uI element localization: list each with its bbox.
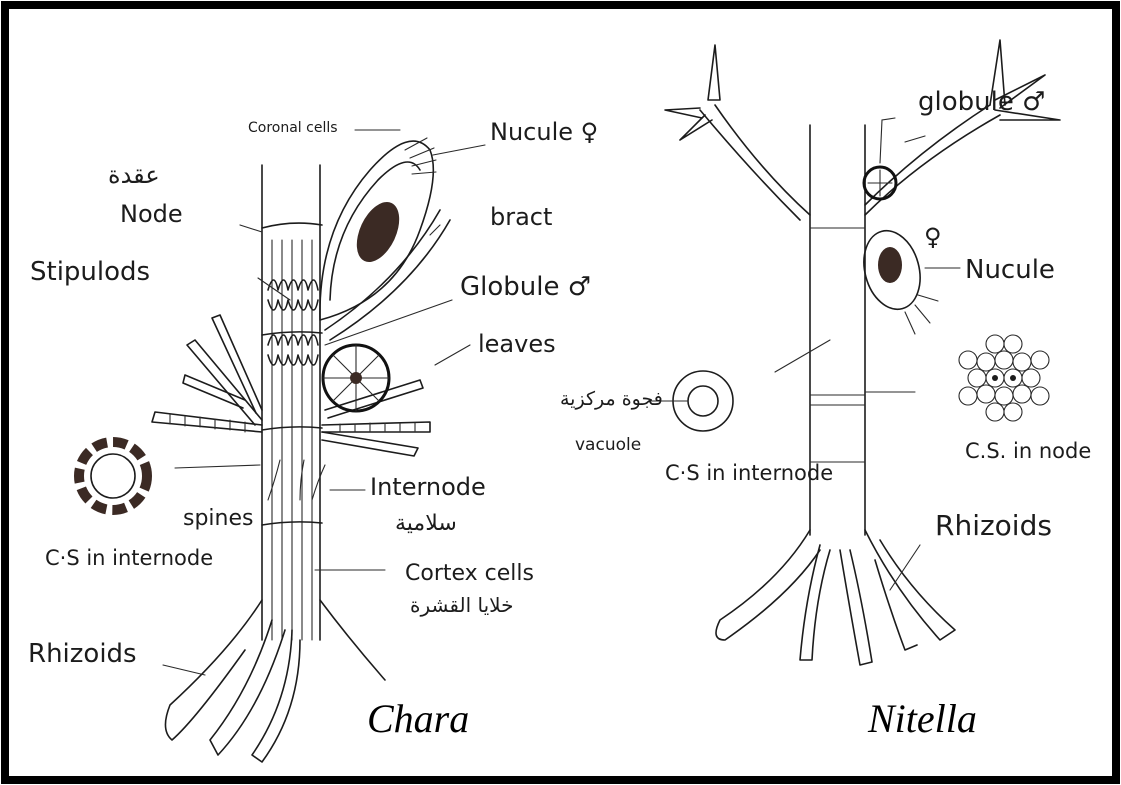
label-stipulodes: Stipulods: [30, 257, 150, 287]
label-nitella-female: ♀: [924, 223, 942, 251]
label-nitella-nucule: Nucule: [965, 255, 1055, 285]
label-nitella-rhizoids: Rhizoids: [935, 509, 1052, 542]
label-cortex-cells-ar: خلايا القشرة: [410, 593, 513, 617]
label-nitella-cs-internode: C·S in internode: [665, 461, 833, 485]
label-nitella-cs-node: C.S. in node: [965, 439, 1091, 463]
label-node: Node: [120, 200, 183, 228]
label-coronal-cells: Coronal cells: [248, 120, 338, 136]
caption-chara: Chara: [367, 696, 469, 741]
label-leaves: leaves: [478, 330, 556, 358]
label-bract: bract: [490, 203, 552, 231]
label-nucule: Nucule ♀: [490, 118, 598, 146]
caption-nitella: Nitella: [867, 696, 977, 741]
label-cortex-cells: Cortex cells: [405, 561, 534, 586]
chara-globule: [323, 345, 389, 411]
label-spines: spines: [183, 506, 253, 531]
label-globule: Globule ♂: [460, 272, 591, 302]
label-rhizoids: Rhizoids: [28, 639, 137, 669]
label-vacuole: vacuole: [575, 435, 641, 455]
label-cs-internode: C·S in internode: [45, 546, 213, 570]
label-vacuole-ar: فجوة مركزية: [560, 388, 663, 410]
label-internode: Internode: [370, 473, 486, 501]
label-node-ar: عقدة: [108, 161, 160, 189]
label-internode-ar: سلامية: [395, 511, 457, 536]
label-nitella-globule: globule ♂: [918, 87, 1045, 117]
